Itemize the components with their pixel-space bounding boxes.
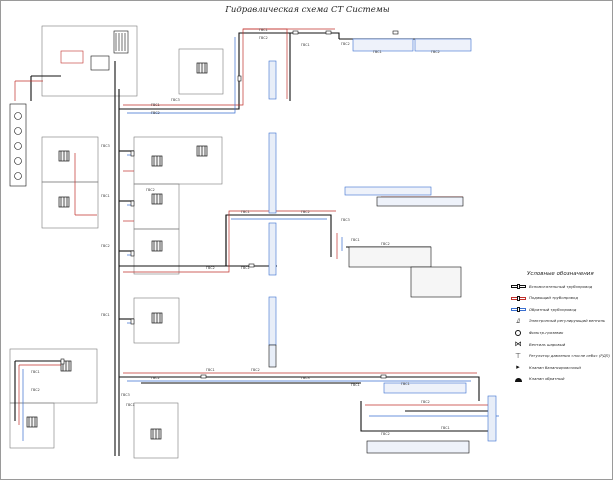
radiator-icon: [60, 360, 72, 372]
balance-valve-icon: ▸: [516, 363, 520, 372]
pipe-label: ГВС2: [251, 368, 260, 372]
hot-network: [14, 28, 491, 425]
pipe-label: ГВС1: [373, 50, 382, 54]
legend-item: Вспомогательный трубопровод: [507, 281, 611, 293]
room-devices: [26, 62, 208, 440]
pipe-label: ГВС2: [259, 36, 268, 40]
pipe-label: ГВС3: [101, 144, 110, 148]
radiator-icon: [151, 240, 163, 252]
legend-label: Электронный регулирующий вентиль: [529, 318, 606, 324]
pipe-label: ГВС2: [146, 188, 155, 192]
legend-label: Клапан обратный: [529, 376, 565, 382]
pipe-label: ГВС3: [171, 98, 180, 102]
pipe-label: ГВС1: [301, 43, 310, 47]
radiator-icon: [151, 193, 163, 205]
pipe-label: ГВС2: [341, 42, 350, 46]
pipe-label: ГВС2: [206, 266, 215, 270]
room-frame: [133, 228, 180, 275]
pipe-label: ГВС2: [101, 244, 110, 248]
legend-item: ⊤ Регулятор давления «после себя» (РДП): [507, 351, 611, 363]
pipe-label: ГВС1: [101, 194, 110, 198]
legend-item: Обратный трубопровод: [507, 304, 611, 316]
pressure-regulator-icon: ⊤: [514, 351, 522, 360]
pipe-label: ГВС1: [241, 210, 250, 214]
heat-exchanger: [113, 30, 129, 54]
return-pipe-icon: [507, 305, 529, 315]
radiator-icon: [151, 155, 163, 167]
room-frame: [178, 48, 224, 95]
legend-item: ▸ Клапан балансировочный: [507, 362, 611, 374]
legend-item: Клапан обратный: [507, 374, 611, 386]
valve-markers: [60, 30, 399, 379]
pipe-label: ГВС1: [126, 403, 135, 407]
pipe-label: ГВС2: [151, 376, 160, 380]
pipe-label: ГВС1: [351, 383, 360, 387]
legend-item: Подающий трубопровод: [507, 293, 611, 305]
pipe-label: ГВС2: [301, 210, 310, 214]
supply-pipe-icon: [507, 282, 529, 292]
legend-label: Обратный трубопровод: [529, 306, 577, 312]
radiator-icon: [150, 428, 162, 440]
room-frame: [133, 136, 223, 185]
pipe-label: ГВС3: [301, 376, 310, 380]
pipe-label: ГВС2: [151, 111, 160, 115]
legend-item: ⫫ Электронный регулирующий вентиль: [507, 316, 611, 328]
check-valve-icon: [507, 375, 529, 385]
pipe-label: ГВС2: [31, 388, 40, 392]
legend-label: Подающий трубопровод: [529, 295, 578, 301]
pipe-label: ГВС1: [101, 313, 110, 317]
pipe-label: ГВС1: [351, 238, 360, 242]
pipe-label: ГВС1: [241, 266, 250, 270]
pipe-label: ГВС1: [401, 382, 410, 386]
equipment-strips: [344, 38, 472, 454]
radiator-icon: [58, 150, 70, 162]
legend: Условные обозначения Вспомогательный тру…: [507, 271, 611, 385]
ball-valve-icon: ⋈: [514, 340, 522, 349]
boiler-room-equipment: [60, 30, 129, 71]
pipe-label: ГВС3: [341, 218, 350, 222]
distribution-manifold: [9, 103, 27, 187]
legend-label: Регулятор давления «после себя» (РДП): [529, 353, 611, 359]
pipe-label: ГВС1: [151, 103, 160, 107]
pipe-label: ГВС1: [206, 368, 215, 372]
room-frame: [41, 136, 99, 183]
pipe-label: ГВС1: [259, 28, 268, 32]
legend-label: Вентиль шаровый: [529, 341, 566, 347]
pipe-label: ГВС2: [381, 432, 390, 436]
radiator-icon: [151, 312, 163, 324]
boiler-unit: [60, 50, 84, 64]
pipe-label: ГВС2: [421, 400, 430, 404]
room-frames: [9, 25, 224, 459]
hot-pipe-icon: [507, 293, 529, 303]
legend-item: ⋈ Вентиль шаровый: [507, 339, 611, 351]
legend-label: Вспомогательный трубопровод: [529, 283, 593, 289]
radiator-icon: [26, 416, 38, 428]
pipe-label: ГВС2: [431, 50, 440, 54]
radiator-icon: [58, 196, 70, 208]
legend-label: Клапан балансировочный: [529, 364, 581, 370]
legend-title: Условные обозначения: [527, 271, 594, 277]
pipe-label: ГВС3: [121, 393, 130, 397]
pipe-label: ГВС1: [31, 370, 40, 374]
pump-unit: [90, 55, 110, 71]
pipe-label: ГВС1: [441, 426, 450, 430]
room-frame: [133, 183, 180, 230]
thermostatic-valve-icon: ⫫: [516, 317, 520, 326]
legend-item: Фильтр-грязевик: [507, 327, 611, 339]
room-frame: [41, 181, 99, 229]
return-network: [22, 37, 499, 441]
pipe-label: ГВС2: [381, 242, 390, 246]
boiler-room-frame: [41, 25, 138, 97]
room-frame: [9, 402, 55, 449]
legend-label: Фильтр-грязевик: [529, 329, 564, 335]
risers: [268, 60, 497, 442]
room-frame: [133, 402, 179, 459]
page-title: Гидравлическая схема СТ Системы: [225, 5, 390, 15]
radiator-icon: [196, 62, 208, 74]
filter-icon: [507, 328, 529, 338]
radiator-icon: [196, 145, 208, 157]
